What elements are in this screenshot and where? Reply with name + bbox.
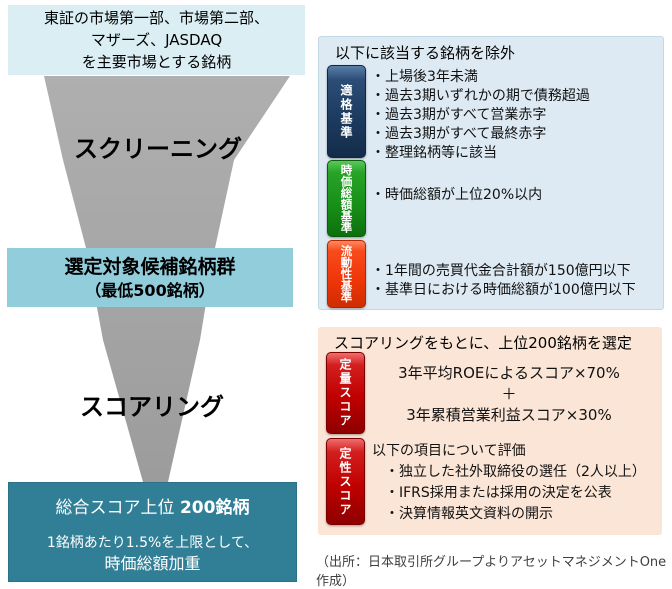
qualitative-intro: 以下の項目について評価: [372, 443, 526, 459]
screening-stage-label: スクリーニング: [74, 135, 242, 163]
list-item: ・整理銘柄等に該当: [371, 145, 497, 161]
qualitative-score-label: 定性スコア: [326, 438, 365, 525]
universe-line-1: 東証の市場第一部、市場第二部、: [43, 9, 269, 27]
list-item: ・過去3期がすべて営業赤字: [371, 107, 547, 123]
eligibility-criteria-items: ・上場後3年未満 ・過去3期いずれかの期で債務超過 ・過去3期がすべて営業赤字 …: [371, 68, 590, 163]
source-note: （出所：日本取引所グループよりアセットマネジメントOne作成）: [316, 555, 667, 589]
exclusion-panel-header: 以下に該当する銘柄を除外: [335, 44, 516, 62]
result-title-count: 200銘柄: [179, 498, 250, 518]
result-weighting-line-2: 時価総額加重: [104, 554, 201, 573]
result-title: 総合スコア上位 200銘柄: [9, 493, 296, 518]
list-item: ・独立した社外取締役の選任（2人以上）: [385, 464, 646, 480]
quant-line-profit: 3年累積営業利益スコア×30%: [406, 406, 612, 424]
liquidity-criteria-items: ・1年間の売買代金合計額が150億円以下 ・基準日における時価総額が100億円以…: [371, 262, 636, 300]
list-item: ・基準日における時価総額が100億円以下: [371, 282, 636, 298]
scoring-panel-header: スコアリングをもとに、上位200銘柄を選定: [334, 334, 632, 352]
universe-box: 東証の市場第一部、市場第二部、 マザーズ、JASDAQ を主要市場とする銘柄: [8, 5, 305, 75]
eligibility-criteria-label: 適格基準: [327, 65, 366, 158]
result-weighting-line-1: 1銘柄あたり1.5%を上限として、: [46, 535, 259, 551]
list-item: ・上場後3年未満: [371, 69, 478, 85]
liquidity-criteria-label: 流動性基準: [327, 240, 366, 308]
market-cap-criteria-items: ・時価総額が上位20%以内: [371, 186, 542, 205]
list-item: ・過去3期がすべて最終赤字: [371, 126, 547, 142]
quant-line-plus: ＋: [501, 385, 517, 403]
result-box: 総合スコア上位 200銘柄 1銘柄あたり1.5%を上限として、 時価総額加重: [8, 482, 297, 582]
exclusion-panel: 以下に該当する銘柄を除外 適格基準 ・上場後3年未満 ・過去3期いずれかの期で債…: [318, 36, 664, 310]
quantitative-score-content: 3年平均ROEによるスコア×70% ＋ 3年累積営業利益スコア×30%: [364, 363, 654, 426]
list-item: ・過去3期いずれかの期で債務超過: [371, 88, 590, 104]
list-item: ・1年間の売買代金合計額が150億円以下: [371, 263, 631, 279]
universe-line-3: を主要市場とする銘柄: [81, 53, 232, 71]
list-item: ・IFRS採用または採用の決定を公表: [385, 485, 612, 501]
quant-line-roe: 3年平均ROEによるスコア×70%: [398, 364, 620, 382]
list-item: ・時価総額が上位20%以内: [371, 187, 543, 203]
market-cap-criteria-label: 時価総額基準: [327, 160, 366, 237]
scoring-panel: スコアリングをもとに、上位200銘柄を選定 定量スコア 3年平均ROEによるスコ…: [318, 327, 662, 535]
result-title-prefix: 総合スコア上位: [55, 498, 180, 518]
universe-line-2: マザーズ、JASDAQ: [90, 31, 223, 49]
candidate-box: 選定対象候補銘柄群 （最低500銘柄）: [7, 248, 293, 307]
candidate-title: 選定対象候補銘柄群: [64, 255, 236, 278]
scoring-stage-label: スコアリング: [80, 393, 224, 421]
candidate-subtitle: （最低500銘柄）: [85, 280, 215, 300]
list-item: ・決算情報英文資料の開示: [385, 506, 553, 522]
qualitative-score-content: 以下の項目について評価 ・独立した社外取締役の選任（2人以上） ・IFRS採用ま…: [372, 441, 646, 525]
quantitative-score-label: 定量スコア: [326, 352, 365, 434]
